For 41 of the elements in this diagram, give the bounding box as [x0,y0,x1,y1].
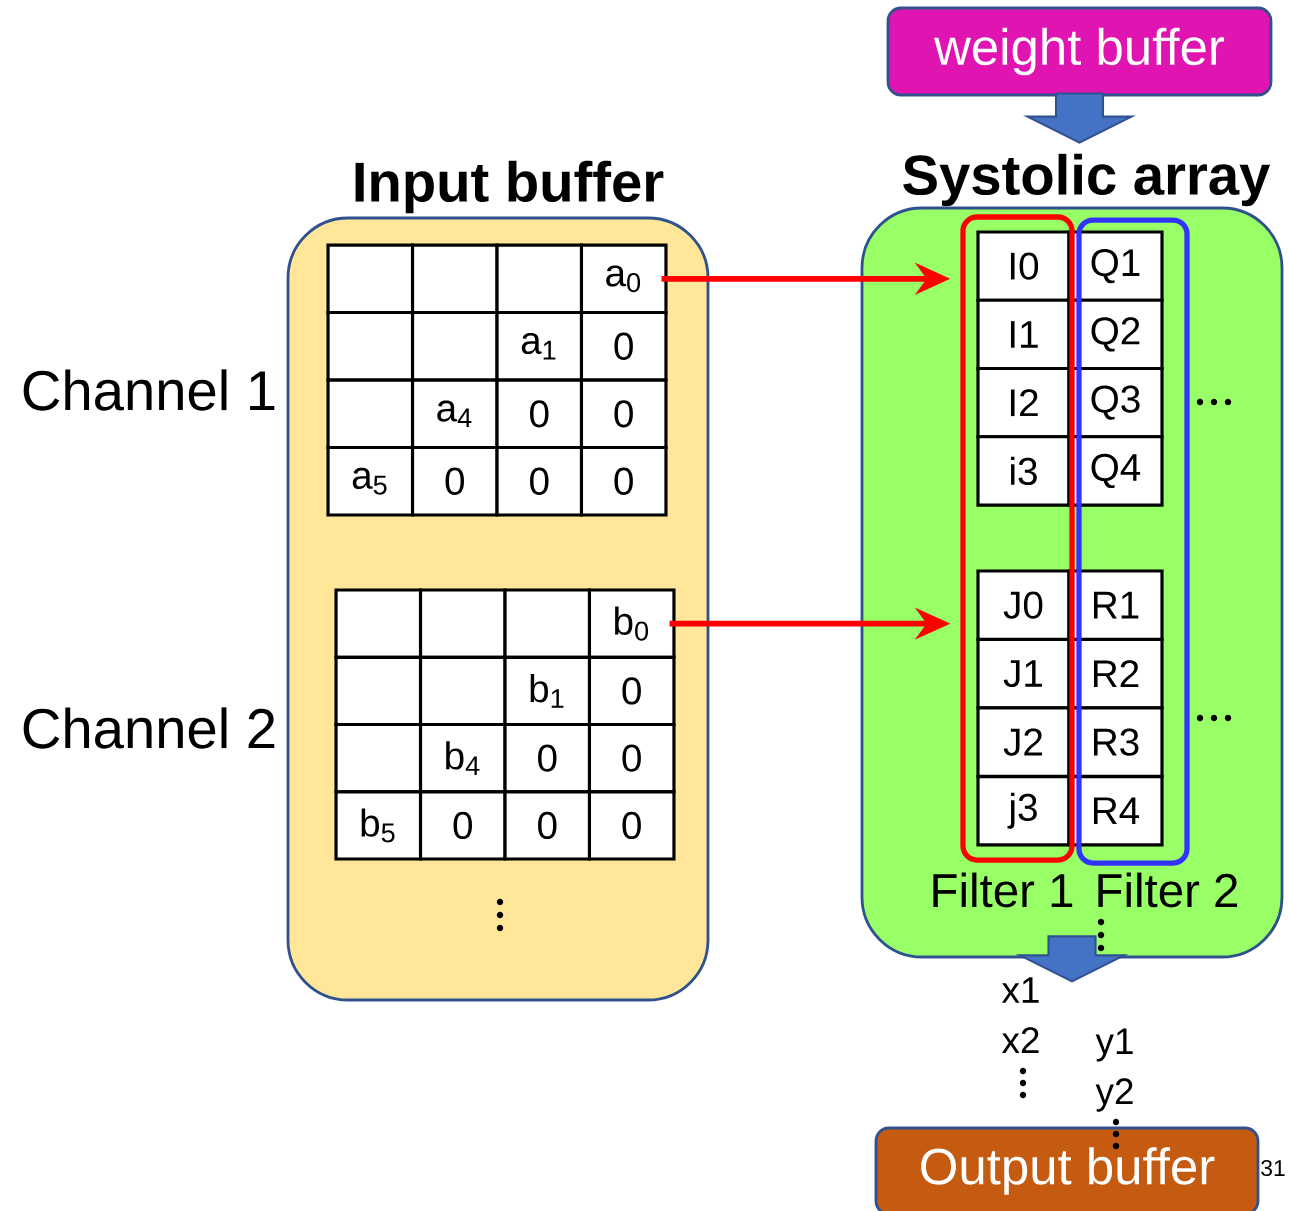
grid-cell: J1 [976,637,1071,710]
grid-cell: I0 [976,230,1071,302]
text-label: Channel 1 [23,369,275,411]
text-label: x1 [1001,977,1039,1003]
grid-cell: i3 [976,435,1071,507]
block-arrow [1023,92,1136,144]
grid-cell: b$_{0}$ [587,588,676,659]
grid-cell: 0 [503,722,592,794]
grid-cell: 0 [495,445,584,517]
grid-cell: a$_{4}$ [410,378,499,450]
grid-cell: 0 [503,790,592,861]
grid-cell: a$_{0}$ [579,243,668,315]
node-label: Filter 2 [1098,872,1238,908]
grid-cell: 0 [587,655,676,727]
grid-cell: I1 [976,298,1071,371]
grid-cell: I2 [976,366,1071,439]
grid-cell: J0 [976,569,1071,641]
text-label: x2 [1001,1027,1039,1053]
node-label: Input buffer [355,160,664,214]
grid-cell: 0 [579,445,668,517]
grid-cell: 0 [587,790,676,861]
grid-cell: 0 [579,310,668,382]
grid-cell: b$_{5}$ [334,790,423,861]
node-label: Filter 1 [933,872,1073,908]
grid-cell: 0 [495,378,584,450]
node-label: Systolic array [903,153,1271,207]
buffer-box: Output buffer [874,1126,1260,1211]
buffer-box: weight buffer [886,6,1273,97]
text-label: y1 [1095,1028,1133,1062]
grid-cell: 0 [410,445,499,517]
grid-cell: j3 [976,775,1071,847]
grid-cell: b$_{1}$ [503,655,592,727]
text-label: Channel 2 [23,707,275,749]
grid-cell: b$_{4}$ [418,722,507,794]
grid-cell: 0 [579,378,668,450]
grid-cell: 0 [418,790,507,861]
grid-cell: a$_{1}$ [495,310,584,382]
grid-cell: J2 [976,706,1071,778]
block-arrow [1015,935,1129,983]
grid-cell: 0 [587,722,676,794]
grid-cell: a$_{5}$ [326,445,415,517]
